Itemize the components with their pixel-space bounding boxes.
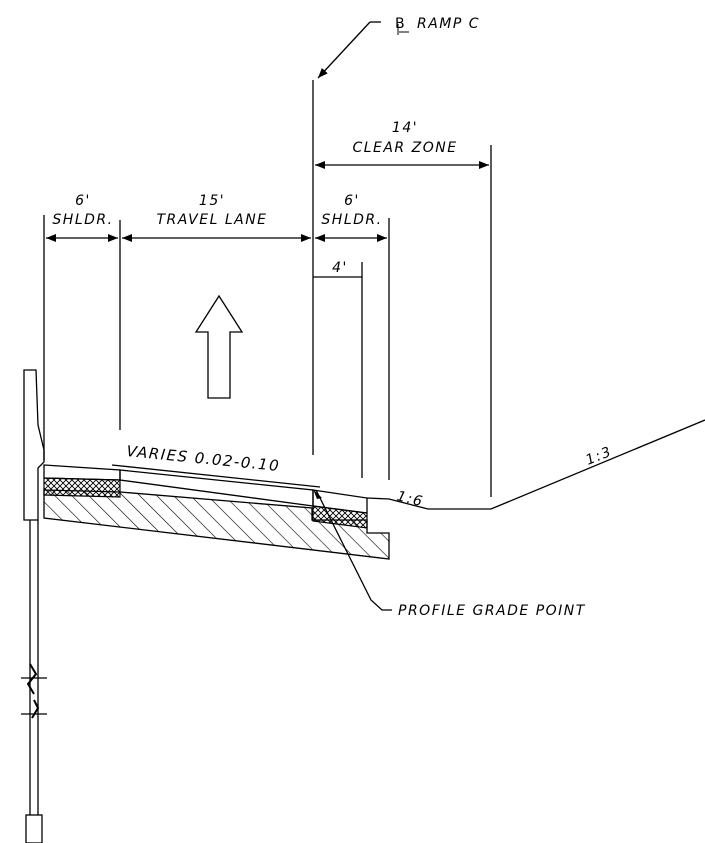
back-slope-label: 1:3 <box>584 444 615 469</box>
offset-dimension: 4' <box>313 260 362 278</box>
right-shoulder-surface <box>312 489 368 514</box>
clear-zone-dimension: 14' CLEAR ZONE <box>315 120 489 169</box>
roadway-section <box>43 464 390 560</box>
offset-dim-text: 4' <box>332 260 348 276</box>
left-shoulder-surface <box>43 464 121 481</box>
travel-lane-dim-text: 15' <box>199 193 225 209</box>
traffic-direction-arrow-icon <box>194 294 244 399</box>
profile-grade-point-leader: PROFILE GRADE POINT <box>313 489 586 619</box>
pavement-top-line <box>111 464 321 488</box>
ground-line <box>366 419 705 510</box>
ramp-cl-label: RAMP C <box>417 16 480 32</box>
left-shoulder-dim-text: 6' <box>75 193 91 209</box>
fill-slope-label: 1:6 <box>395 488 425 510</box>
right-shoulder-text: SHLDR. <box>321 212 382 228</box>
right-shoulder-dim-text: 6' <box>344 193 360 209</box>
lane-width-dimensions: 6' SHLDR. 15' TRAVEL LANE 6' SHLDR. <box>46 193 387 242</box>
break-symbol-right <box>31 699 40 719</box>
left-shoulder-base <box>43 477 121 498</box>
break-symbol-left <box>26 663 38 695</box>
travel-lane-text: TRAVEL LANE <box>156 212 267 228</box>
ramp-centerline-leader: B RAMP C <box>317 16 480 79</box>
centerline-symbol: B <box>395 16 409 35</box>
clear-zone-text: CLEAR ZONE <box>352 140 457 156</box>
profile-grade-point-text: PROFILE GRADE POINT <box>398 603 586 619</box>
svg-text:B: B <box>395 16 406 32</box>
barrier-post <box>21 369 47 843</box>
barrier-face <box>23 369 45 521</box>
clear-zone-dim-text: 14' <box>392 120 418 136</box>
post-footing <box>25 814 43 843</box>
left-shoulder-text: SHLDR. <box>52 212 113 228</box>
cross-slope-label: VARIES 0.02-0.10 <box>126 442 281 475</box>
